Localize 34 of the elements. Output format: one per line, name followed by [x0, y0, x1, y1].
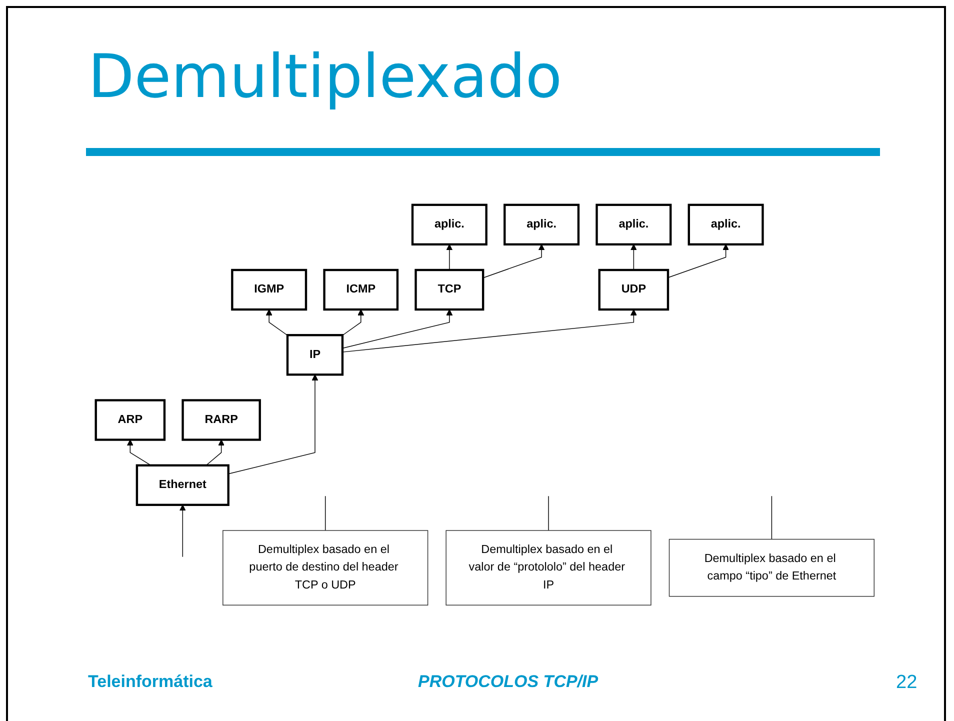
connector	[324, 496, 326, 531]
node-box: Demultiplex basado en el valor de “protololo” del header IP	[446, 530, 652, 606]
arrow	[266, 309, 288, 336]
node-box: aplic.	[596, 204, 672, 246]
arrow	[668, 244, 730, 278]
node-box: Demultiplex basado en el puerto de destino del header TCP o UDP	[222, 530, 428, 606]
connector	[548, 496, 549, 531]
arrow	[179, 504, 186, 558]
node-box: UDP	[598, 268, 670, 311]
arrow	[342, 309, 364, 336]
arrow	[126, 439, 152, 466]
node-box: ICMP	[323, 268, 399, 311]
slide-title: Demultiplexado	[88, 44, 562, 110]
node-box: TCP	[414, 268, 484, 311]
node-box: RARP	[182, 399, 261, 441]
node-box: Ethernet	[136, 464, 230, 506]
node-box: IP	[286, 334, 344, 376]
node-box: IGMP	[231, 268, 308, 311]
node-box: aplic.	[504, 204, 580, 246]
arrow	[206, 439, 225, 466]
arrow	[342, 309, 453, 349]
arrow	[446, 244, 453, 270]
arrow	[228, 374, 318, 474]
footer-topic: PROTOCOLOS TCP/IP	[418, 672, 598, 692]
arrow	[482, 244, 545, 278]
connector	[771, 496, 772, 540]
footer-course: Teleinformática	[88, 672, 212, 692]
arrow	[342, 309, 637, 352]
node-box: ARP	[94, 399, 166, 441]
arrow	[630, 244, 637, 270]
node-box: aplic.	[411, 204, 488, 246]
node-box: Demultiplex basado en el campo “tipo” de Ethernet	[668, 538, 874, 597]
node-box: aplic.	[688, 204, 764, 246]
page-number: 22	[896, 672, 918, 694]
